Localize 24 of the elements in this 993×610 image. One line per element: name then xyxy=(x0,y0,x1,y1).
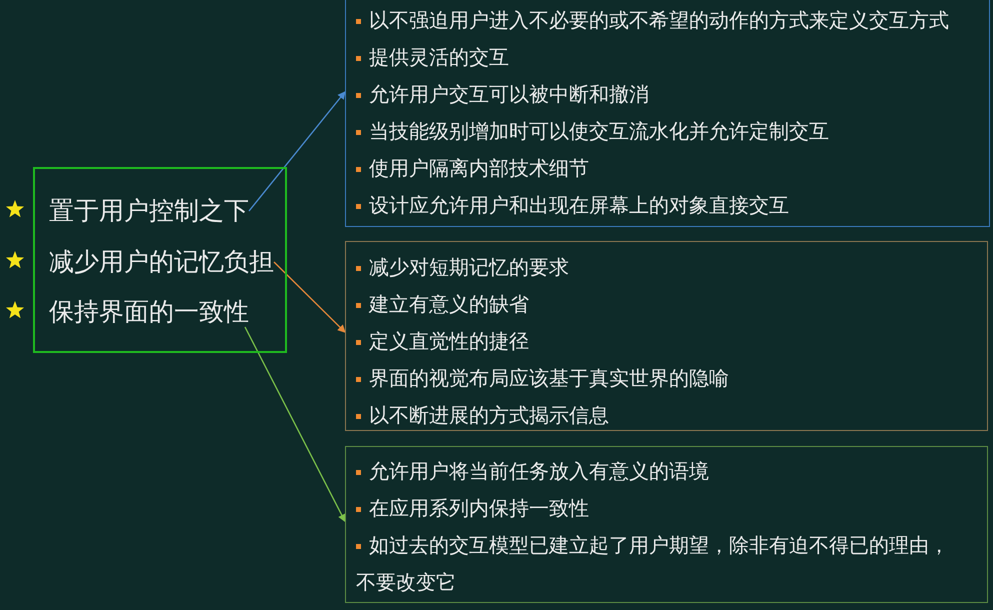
principle-text: 置于用户控制之下 xyxy=(49,196,249,226)
bullet-item: 以不强迫用户进入不必要的或不希望的动作的方式来定义交互方式 xyxy=(356,2,989,39)
bullet-item: 建立有意义的缺省 xyxy=(356,286,987,323)
principle-text: 保持界面的一致性 xyxy=(49,297,249,327)
bullet-item: 在应用系列内保持一致性 xyxy=(356,490,960,527)
arrow xyxy=(248,91,346,212)
bullet-item: 设计应允许用户和出现在屏幕上的对象直接交互 xyxy=(356,187,989,224)
text-panel xyxy=(345,241,988,431)
bullet-item: 定义直觉性的捷径 xyxy=(356,323,987,360)
arrow xyxy=(244,326,346,522)
principle-text: 减少用户的记忆负担 xyxy=(49,247,274,277)
bullet-item: 如过去的交互模型已建立起了用户期望，除非有迫不得已的理由，不要改变它 xyxy=(356,527,960,601)
bullet-item: 允许用户将当前任务放入有意义的语境 xyxy=(356,453,960,490)
bullet-item: 使用户隔离内部技术细节 xyxy=(356,150,989,187)
bullet-item: 减少对短期记忆的要求 xyxy=(356,249,987,286)
arrow xyxy=(274,262,346,333)
text-panel xyxy=(345,446,988,603)
outline-box xyxy=(33,167,287,353)
bullet-item: 以不断进展的方式揭示信息 xyxy=(356,397,987,434)
bullet-item: 提供灵活的交互 xyxy=(356,39,989,76)
text-panel xyxy=(345,0,990,227)
bullet-item: 当技能级别增加时可以使交互流水化并允许定制交互 xyxy=(356,113,989,150)
bullet-item: 允许用户交互可以被中断和撤消 xyxy=(356,76,989,113)
bullet-item: 界面的视觉布局应该基于真实世界的隐喻 xyxy=(356,360,987,397)
